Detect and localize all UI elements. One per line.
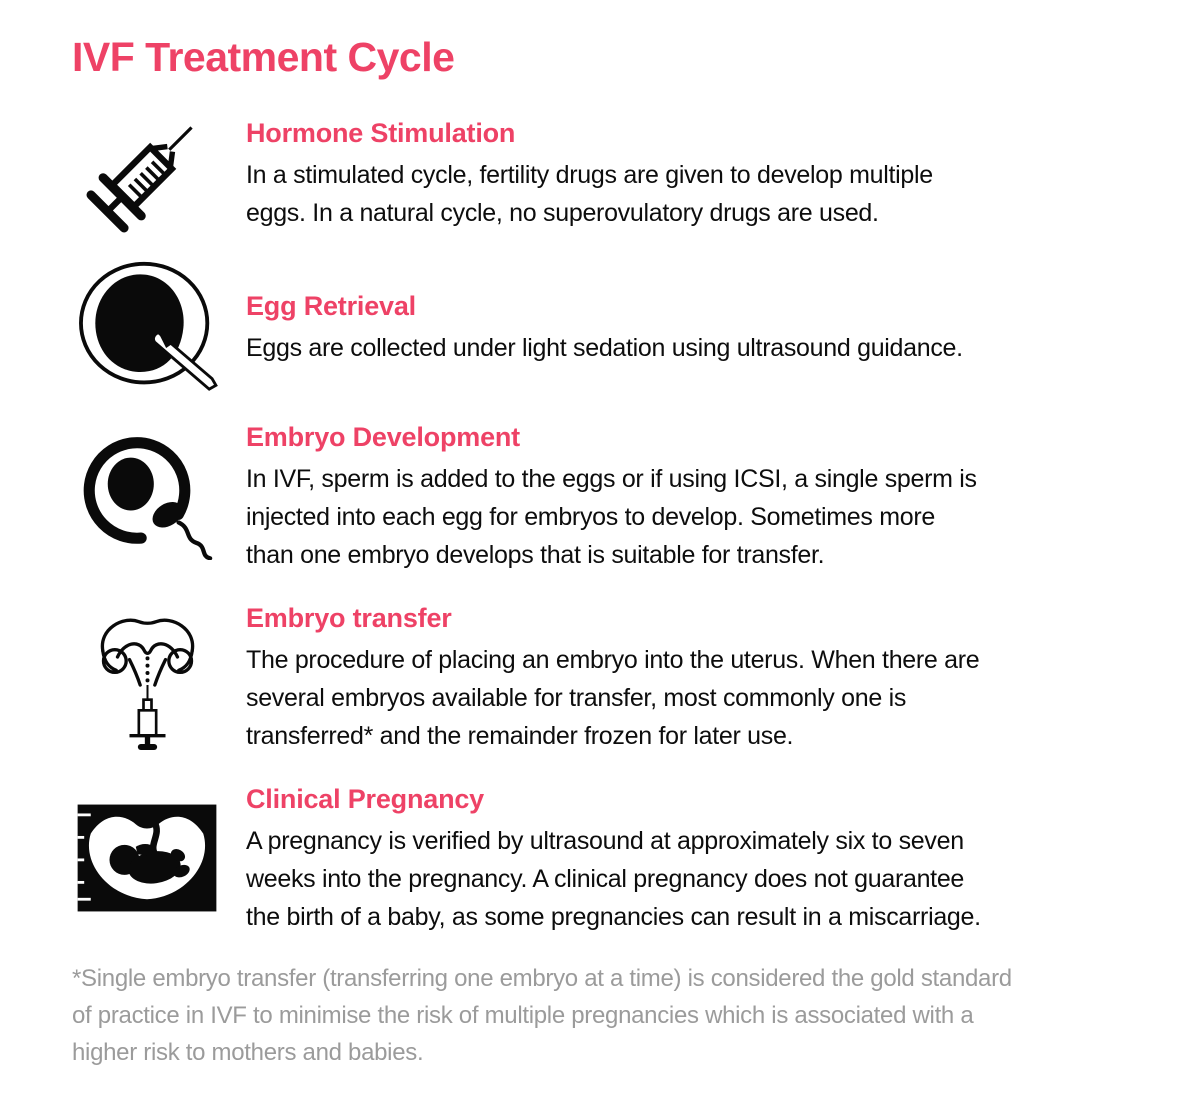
section-hormone-stimulation: Hormone Stimulation In a stimulated cycl…: [72, 109, 1132, 235]
icon-box: [72, 109, 222, 235]
section-body: A pregnancy is verified by ultrasound at…: [246, 827, 981, 931]
egg-retrieval-icon: [79, 261, 218, 391]
icon-box: [72, 799, 222, 917]
section-heading: Embryo Development: [246, 422, 520, 452]
ultrasound-pregnancy-icon: [77, 804, 217, 911]
section-body: In IVF, sperm is added to the eggs or if…: [246, 465, 977, 569]
section-text: Embryo Development In IVF, sperm is adde…: [246, 417, 1132, 574]
section-text: Hormone Stimulation In a stimulated cycl…: [246, 113, 1132, 232]
section-body: Eggs are collected under light sedation …: [246, 333, 963, 362]
footnote: *Single embryo transfer (transferring on…: [72, 965, 1012, 1066]
section-embryo-development: Embryo Development In IVF, sperm is adde…: [72, 417, 1132, 574]
section-body: The procedure of placing an embryo into …: [246, 646, 980, 750]
section-egg-retrieval: Egg Retrieval Eggs are collected under l…: [72, 259, 1132, 393]
section-heading: Clinical Pregnancy: [246, 784, 484, 814]
section-text: Embryo transfer The procedure of placing…: [246, 598, 1132, 755]
syringe-icon: [86, 126, 193, 233]
icon-box: [72, 601, 222, 753]
icon-box: [72, 432, 222, 560]
section-heading: Egg Retrieval: [246, 290, 416, 321]
section-text: Egg Retrieval Eggs are collected under l…: [246, 286, 1132, 367]
section-heading: Hormone Stimulation: [246, 117, 516, 148]
section-embryo-transfer: Embryo transfer The procedure of placing…: [72, 598, 1132, 755]
icon-box: [72, 259, 222, 393]
section-body: In a stimulated cycle, fertility drugs a…: [246, 160, 933, 227]
section-text: Clinical Pregnancy A pregnancy is verifi…: [246, 779, 1132, 936]
section-heading: Embryo transfer: [246, 603, 452, 633]
ivf-infographic: IVF Treatment Cycle: [72, 34, 1132, 1066]
embryo-transfer-icon: [100, 618, 194, 750]
embryo-development-icon: [83, 436, 213, 560]
section-clinical-pregnancy: Clinical Pregnancy A pregnancy is verifi…: [72, 779, 1132, 936]
page-title: IVF Treatment Cycle: [72, 34, 455, 80]
